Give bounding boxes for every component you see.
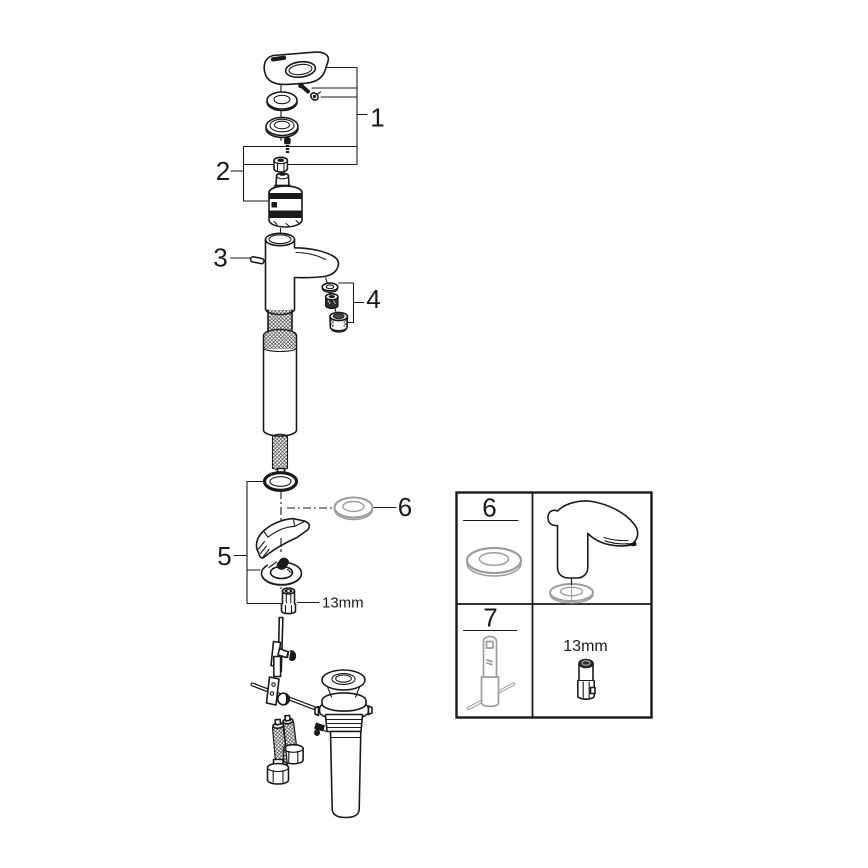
fixing-screw [284,137,291,153]
nut-size-label: 13mm [322,595,364,612]
pivot-plate [265,676,280,706]
shaft-tube [262,328,298,437]
ball-joint [276,692,291,706]
aerator-housing [329,311,349,333]
callout-1: 1 [370,103,384,133]
lever-handle [263,51,330,86]
popup-drain [314,669,373,819]
shaft-thread-upper [267,309,293,333]
legend-socket-size-label: 13mm [563,638,607,655]
mounting-nut [280,587,297,615]
stem-centerline [279,84,282,234]
callout-5: 5 [217,541,231,571]
aerator-insert [324,292,339,310]
callout-6: 6 [398,492,412,522]
callout-bracket-5 [233,480,282,605]
callout-4: 4 [366,284,380,314]
cartridge [268,172,303,228]
callout-3: 3 [213,243,227,273]
horseshoe-washer [260,553,303,586]
faucet-body [264,232,340,316]
labels: 1 2 3 4 5 6 13mm 6 7 13mm [213,103,607,656]
handle-screw [298,82,310,94]
bearing-ring [265,116,299,139]
legend-socket [577,658,596,700]
mounting-wedge [255,517,311,559]
legend-faucet [547,500,639,604]
aerator-washer [321,282,339,293]
screw-cone [310,91,322,101]
legend-6-label: 6 [482,493,496,523]
callout-bracket-2 [230,145,271,202]
fixing-nut [273,156,289,173]
lift-rod-bar [273,655,282,678]
callout-2: 2 [216,156,230,186]
cap-ring [266,91,298,112]
legend-box [455,491,653,719]
legend-7-label: 7 [483,603,497,633]
legend-tool [466,635,516,711]
legend-gasket [465,546,523,577]
callout-bracket-1 [242,66,368,166]
hose-nut-left [266,758,290,785]
o-ring [262,471,299,492]
base-gasket [333,496,374,521]
side-pin [249,256,265,265]
